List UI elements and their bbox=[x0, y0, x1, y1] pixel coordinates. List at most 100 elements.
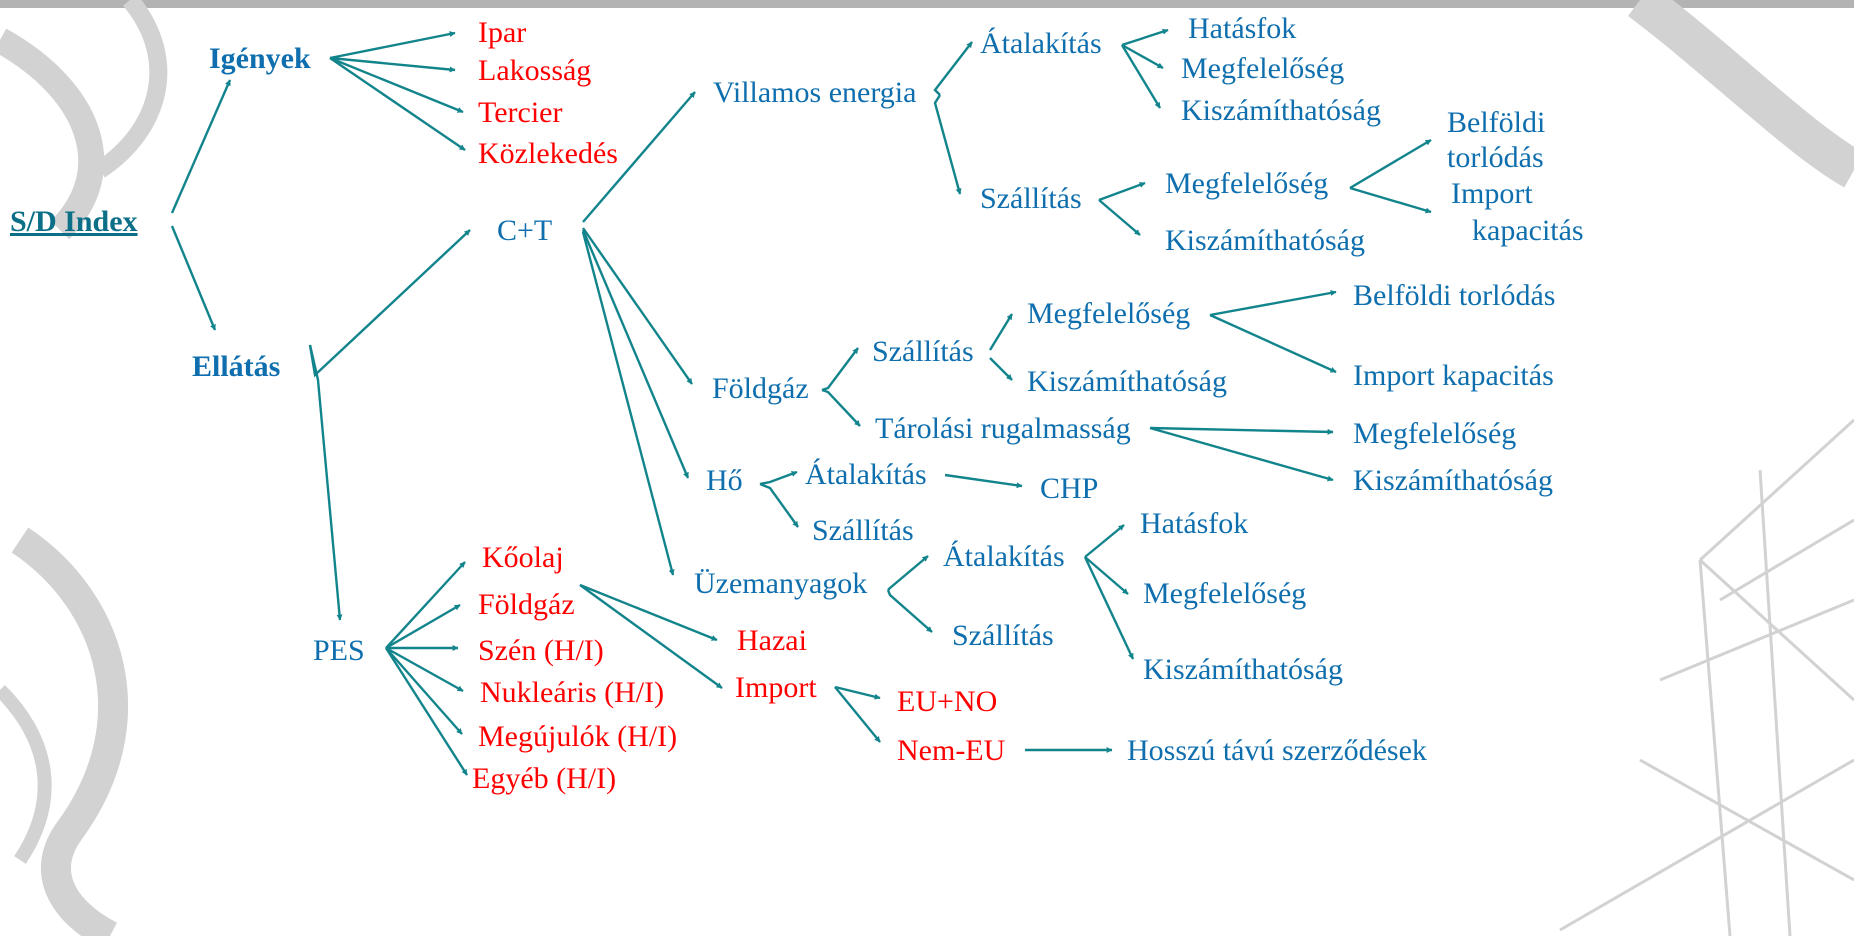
edge-root-demand bbox=[170, 79, 232, 214]
edge-fuels-conv-megfeleloseg bbox=[1084, 556, 1129, 595]
edge-gas-adequacy-domestic bbox=[1209, 290, 1337, 317]
el-import-line1: Import bbox=[1451, 177, 1533, 210]
edge-el-adequacy-domestic bbox=[1349, 138, 1432, 190]
gas-trans-megfeleloseg: Megfelelőség bbox=[1027, 297, 1190, 330]
pes-item-nuklearis: Nukleáris (H/I) bbox=[480, 676, 664, 709]
el-import-line2: kapacitás bbox=[1472, 214, 1584, 247]
edge-ct-heat bbox=[581, 229, 690, 479]
fuels-transport: Szállítás bbox=[952, 619, 1054, 652]
edge-gas-trans-kiszamithatosag bbox=[989, 357, 1013, 381]
edge-demand-tercier bbox=[329, 56, 464, 114]
node-pes: PES bbox=[313, 634, 365, 667]
import-eu-no: EU+NO bbox=[897, 685, 997, 718]
pes-item-megujulok: Megújulók (H/I) bbox=[478, 720, 677, 753]
node-heat: Hő bbox=[706, 464, 743, 497]
edge-electricity-transport bbox=[933, 94, 962, 195]
edge-ct-gas bbox=[582, 227, 693, 385]
pes-item-szen: Szén (H/I) bbox=[478, 634, 604, 667]
edge-gas-storage-kiszamithatosag bbox=[1149, 426, 1334, 482]
el-conv-hatasfok: Hatásfok bbox=[1188, 12, 1296, 45]
edge-fuels-conversion bbox=[887, 555, 929, 591]
edge-origin-import bbox=[579, 584, 723, 689]
node-el-conversion: Átalakítás bbox=[980, 27, 1102, 60]
heat-chp: CHP bbox=[1040, 472, 1098, 505]
node-gas: Földgáz bbox=[712, 372, 809, 405]
edge-import-eu bbox=[834, 685, 881, 700]
heat-transport: Szállítás bbox=[812, 514, 914, 547]
fuels-conv-hatasfok: Hatásfok bbox=[1140, 507, 1248, 540]
edge-el-conv-megfeleloseg bbox=[1121, 43, 1164, 70]
edge-pes-egyeb bbox=[384, 647, 469, 776]
edge-gas-storage-megfeleloseg bbox=[1149, 426, 1334, 435]
node-supply: Ellátás bbox=[192, 350, 280, 383]
edge-fuels-conv-kiszamithatosag bbox=[1083, 556, 1135, 660]
edge-supply-pes bbox=[308, 344, 343, 621]
top-border bbox=[0, 0, 1854, 8]
el-conv-kiszamithatosag: Kiszámíthatóság bbox=[1181, 94, 1381, 127]
edge-electricity-conversion bbox=[933, 41, 973, 96]
node-gas-transport: Szállítás bbox=[872, 335, 974, 368]
node-fuels-conversion: Átalakítás bbox=[943, 540, 1065, 573]
edge-pes-megujulok bbox=[385, 647, 463, 735]
gas-trans-kiszamithatosag: Kiszámíthatóság bbox=[1027, 365, 1227, 398]
root-label: S/D Index bbox=[10, 205, 138, 238]
edge-gas-trans-megfeleloseg bbox=[988, 313, 1014, 351]
import-non-eu: Nem-EU bbox=[897, 734, 1006, 767]
edge-heat-transport bbox=[759, 482, 799, 528]
edge-ct-electricity bbox=[582, 91, 696, 223]
edge-pes-foldgaz bbox=[385, 603, 461, 650]
node-el-transport: Szállítás bbox=[980, 182, 1082, 215]
edge-gas-storage bbox=[821, 388, 861, 427]
pes-item-foldgaz: Földgáz bbox=[478, 588, 575, 621]
edge-supply-ct bbox=[308, 229, 471, 378]
edge-pes-nuklearis bbox=[385, 646, 464, 693]
edge-gas-adequacy-import bbox=[1209, 313, 1337, 374]
diagram-nodes: S/D Index Igények Ipar Lakosság Tercier … bbox=[10, 12, 1584, 795]
diagram-edges bbox=[170, 28, 1432, 776]
node-ct: C+T bbox=[497, 214, 552, 247]
fuels-conv-megfeleloseg: Megfelelőség bbox=[1143, 577, 1306, 610]
fuels-conv-kiszamithatosag: Kiszámíthatóság bbox=[1143, 653, 1343, 686]
el-conv-megfeleloseg: Megfelelőség bbox=[1181, 52, 1344, 85]
edge-el-adequacy-import bbox=[1349, 186, 1432, 214]
edge-heat-chp bbox=[944, 473, 1023, 489]
gas-import: Import kapacitás bbox=[1353, 359, 1554, 392]
edge-fuels-conv-hatasfok bbox=[1084, 524, 1125, 558]
pes-item-egyeb: Egyéb (H/I) bbox=[472, 762, 616, 795]
edge-ct-fuels bbox=[581, 231, 675, 576]
origin-import: Import bbox=[735, 671, 817, 704]
edge-el-trans-megfeleloseg bbox=[1098, 181, 1146, 202]
demand-item-lakossag: Lakosság bbox=[478, 54, 591, 87]
gas-storage-kiszamithatosag: Kiszámíthatóság bbox=[1353, 464, 1553, 497]
node-fuels: Üzemanyagok bbox=[694, 567, 867, 600]
edge-el-trans-kiszamithatosag bbox=[1098, 199, 1141, 236]
el-trans-megfeleloseg: Megfelelőség bbox=[1165, 167, 1328, 200]
pes-item-koolaj: Kőolaj bbox=[482, 541, 564, 574]
long-term-contracts: Hosszú távú szerződések bbox=[1127, 734, 1427, 767]
gas-storage-megfeleloseg: Megfelelőség bbox=[1353, 417, 1516, 450]
demand-item-tercier: Tercier bbox=[478, 96, 563, 129]
edge-demand-kozlekedes bbox=[329, 57, 466, 151]
edge-gas-transport bbox=[821, 347, 859, 392]
el-trans-kiszamithatosag: Kiszámíthatóság bbox=[1165, 224, 1365, 257]
edge-el-conv-hatasfok bbox=[1121, 28, 1169, 47]
edge-fuels-transport bbox=[886, 589, 933, 633]
gas-domestic: Belföldi torlódás bbox=[1353, 279, 1555, 312]
demand-item-ipar: Ipar bbox=[478, 16, 526, 49]
origin-domestic: Hazai bbox=[737, 624, 807, 657]
node-electricity: Villamos energia bbox=[713, 76, 916, 109]
el-domestic-line2: torlódás bbox=[1447, 141, 1544, 174]
edge-pes-koolaj bbox=[385, 561, 466, 649]
node-demand: Igények bbox=[209, 42, 311, 75]
edge-heat-conversion bbox=[759, 470, 798, 486]
edge-demand-ipar bbox=[329, 31, 456, 60]
edge-demand-lakossag bbox=[329, 56, 456, 73]
edge-origin-domestic bbox=[579, 583, 718, 642]
demand-item-kozlekedes: Közlekedés bbox=[478, 137, 618, 170]
el-domestic-line1: Belföldi bbox=[1447, 106, 1545, 139]
edge-import-noneu bbox=[834, 686, 881, 743]
heat-conversion: Átalakítás bbox=[805, 458, 927, 491]
edge-root-supply bbox=[170, 225, 217, 331]
